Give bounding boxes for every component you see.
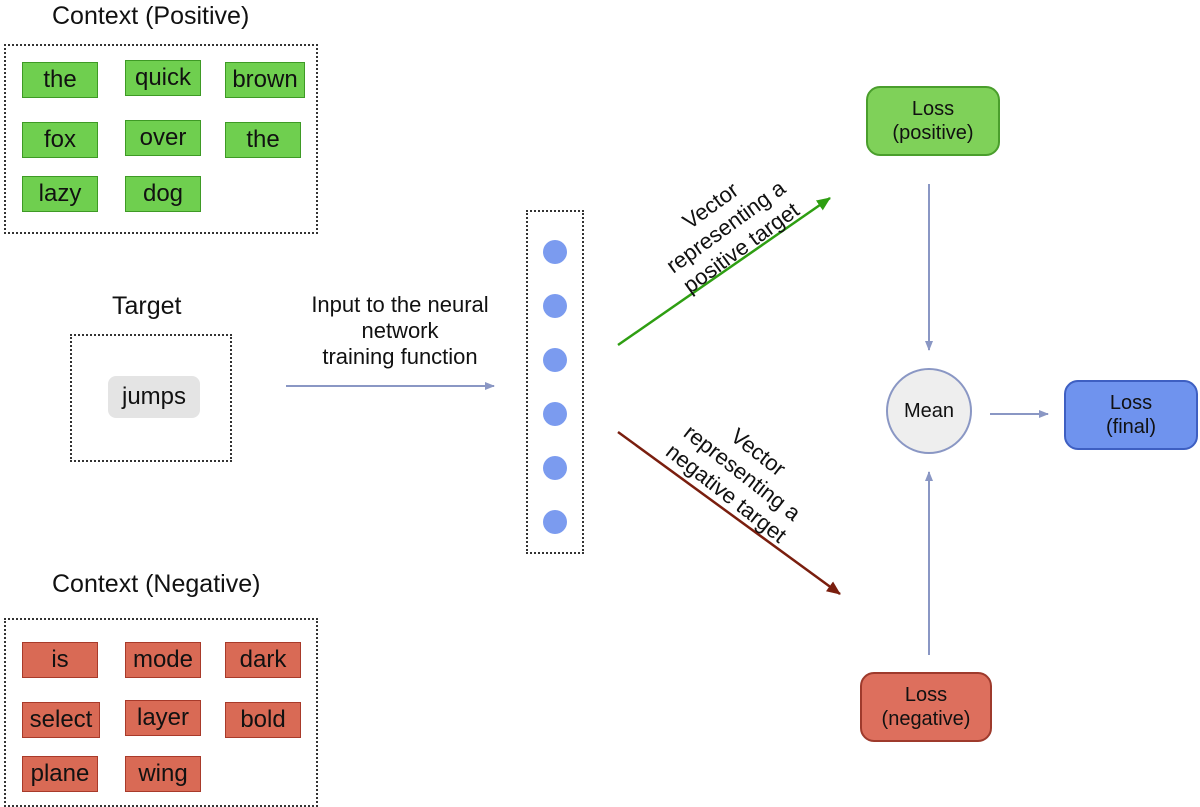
negative-word: is: [22, 642, 98, 678]
context-positive-box: the quick brown fox over the lazy dog: [4, 44, 318, 234]
positive-arrow: [617, 196, 831, 347]
positive-word: fox: [22, 122, 98, 158]
loss-final-box: Loss (final): [1064, 380, 1198, 450]
vector-column: [526, 210, 584, 554]
vector-node: [543, 402, 567, 426]
positive-word: brown: [225, 62, 305, 98]
target-word: jumps: [108, 376, 200, 418]
negative-arrow: [617, 430, 841, 596]
loss-positive-line: Loss: [911, 98, 955, 120]
loss-positive-line: (positive): [892, 122, 974, 144]
negative-word: dark: [225, 642, 301, 678]
positive-word: the: [22, 62, 98, 98]
target-title: Target: [112, 292, 182, 320]
negative-word: layer: [125, 700, 201, 736]
context-positive-title: Context (Positive): [52, 2, 250, 30]
loss-negative-line: Loss: [904, 684, 948, 706]
negative-word: wing: [125, 756, 201, 792]
context-negative-title: Context (Negative): [52, 570, 261, 598]
positive-word: dog: [125, 176, 201, 212]
loss-negative-box: Loss (negative): [860, 672, 992, 742]
negative-word: mode: [125, 642, 201, 678]
loss-positive-box: Loss (positive): [866, 86, 1000, 156]
input-label-line: network: [361, 318, 439, 343]
vector-node: [543, 456, 567, 480]
context-negative-box: is mode dark select layer bold plane win…: [4, 618, 318, 807]
loss-final-line: (final): [1105, 416, 1156, 438]
loss-negative-line: (negative): [881, 708, 971, 730]
positive-word: the: [225, 122, 301, 158]
loss-final-line: Loss: [1109, 392, 1153, 414]
negative-word: select: [22, 702, 100, 738]
vector-node: [543, 510, 567, 534]
vector-node: [543, 240, 567, 264]
input-label: Input to the neural network training fun…: [282, 292, 518, 370]
mean-circle: Mean: [886, 368, 972, 454]
negative-word: plane: [22, 756, 98, 792]
positive-word: quick: [125, 60, 201, 96]
target-box: jumps: [70, 334, 232, 462]
positive-word: over: [125, 120, 201, 156]
negative-word: bold: [225, 702, 301, 738]
input-label-line: Input to the neural: [311, 292, 489, 317]
input-label-line: training function: [322, 344, 478, 369]
vector-node: [543, 294, 567, 318]
vector-node: [543, 348, 567, 372]
positive-word: lazy: [22, 176, 98, 212]
